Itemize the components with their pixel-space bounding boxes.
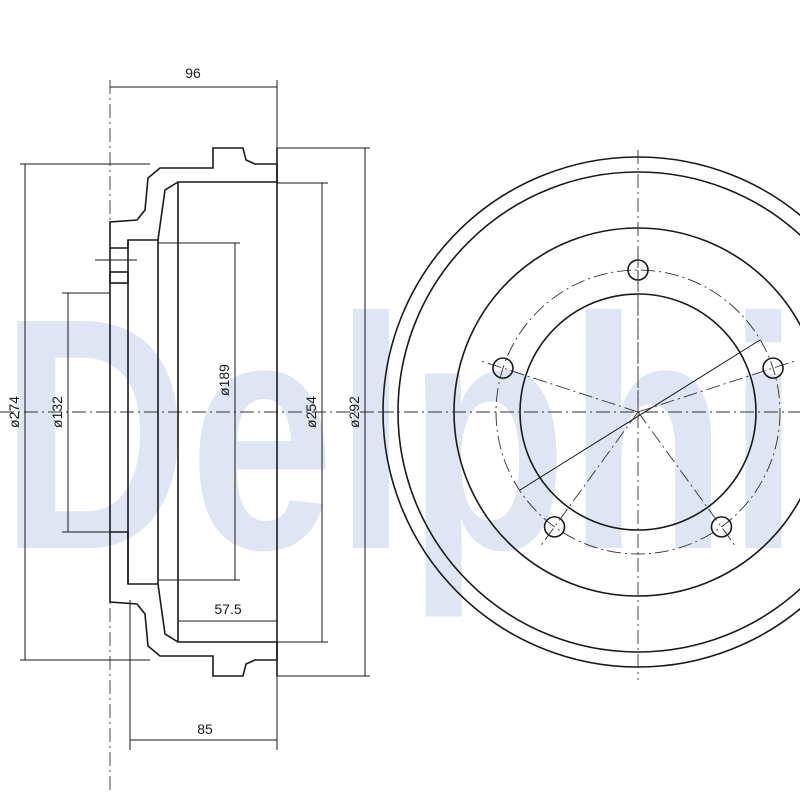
- dim-d254: ø254: [303, 396, 319, 428]
- dim-d189: ø189: [216, 364, 232, 396]
- dim-d132: ø132: [49, 396, 65, 428]
- dim-d274: ø274: [6, 396, 22, 428]
- dim-d292: ø292: [346, 396, 362, 428]
- bolt-axis: [540, 411, 639, 546]
- bolt-axis: [637, 411, 736, 546]
- bolt-hole: [710, 516, 733, 538]
- front-view: [380, 150, 800, 680]
- section-view: 96 85 57.5 ø274 ø132 ø189 ø254 ø292: [0, 65, 380, 790]
- delphi-watermark: Delphi: [0, 249, 800, 620]
- bolt-axis: [480, 360, 639, 413]
- bolt-axis: [637, 360, 796, 413]
- dim-overall-depth: 96: [185, 65, 201, 81]
- dim-flange-depth: 85: [197, 721, 213, 737]
- bolt-hole: [543, 516, 566, 538]
- bolt-hole: [492, 357, 514, 379]
- bolt-hole: [762, 357, 784, 379]
- drum-section-top: [109, 147, 278, 249]
- dim-inner-depth: 57.5: [214, 601, 241, 617]
